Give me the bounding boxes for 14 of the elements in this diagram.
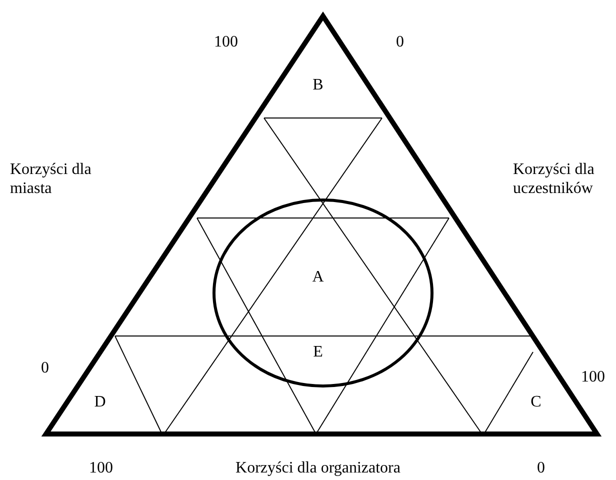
scale-value: 100 bbox=[89, 458, 113, 478]
scale-value: 0 bbox=[396, 32, 404, 52]
scale-value: 0 bbox=[41, 358, 49, 378]
region-letter: D bbox=[94, 392, 106, 412]
region-letter: E bbox=[313, 342, 323, 362]
axis-label: Korzyści dla organizatora bbox=[236, 458, 400, 478]
region-letter: B bbox=[312, 75, 324, 95]
region-letter: A bbox=[312, 267, 324, 287]
axis-label: Korzyści dla uczestników bbox=[513, 160, 596, 198]
scale-value: 100 bbox=[581, 367, 605, 387]
region-letter: C bbox=[530, 392, 542, 412]
scale-value: 100 bbox=[214, 32, 238, 52]
axis-label: Korzyści dla miasta bbox=[10, 160, 92, 198]
scale-value: 0 bbox=[537, 458, 545, 478]
